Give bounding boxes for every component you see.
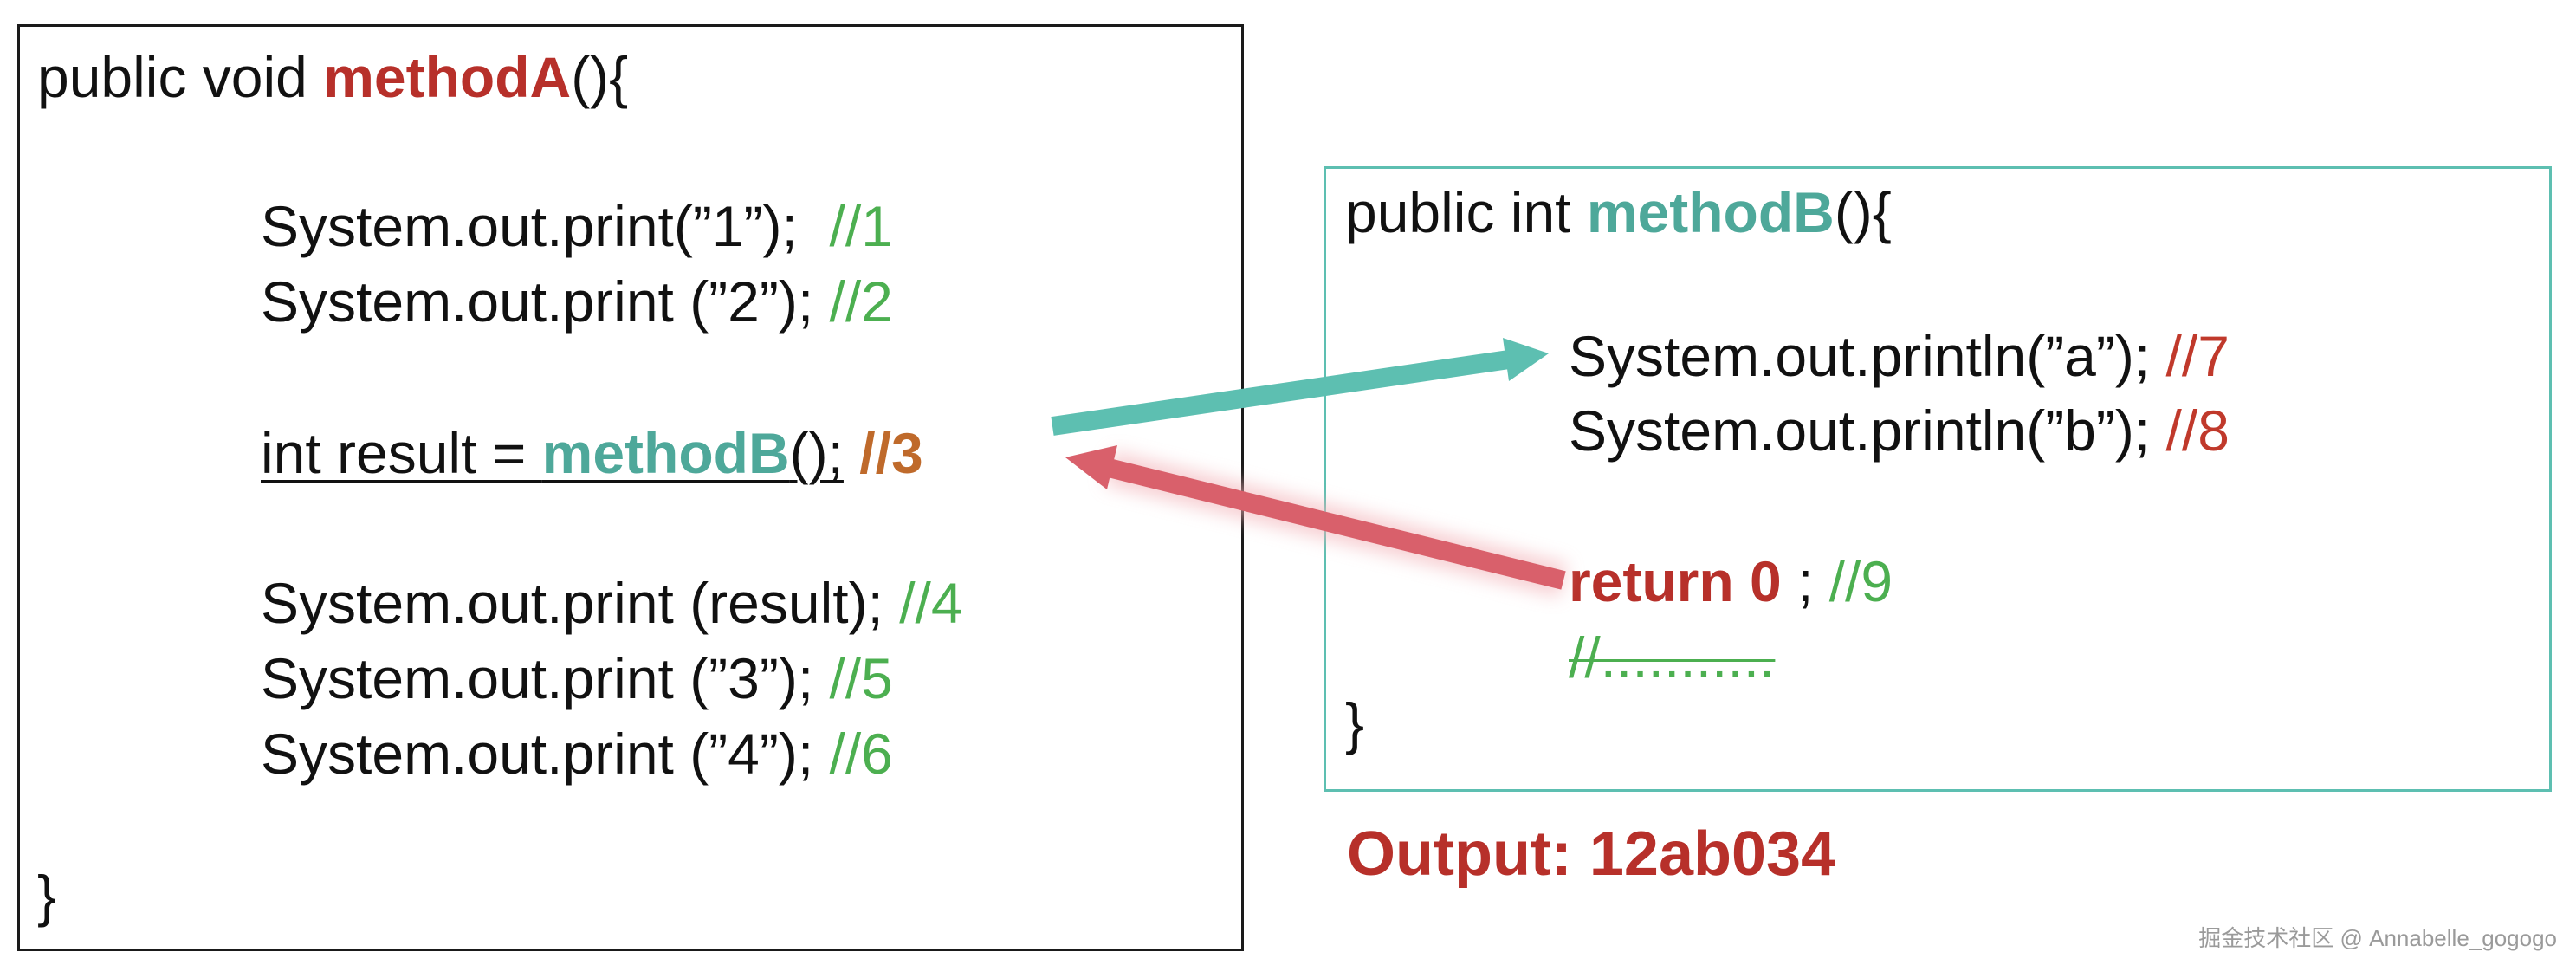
- call-arrow-shaft: [1051, 350, 1511, 436]
- method-a-name: methodA: [323, 45, 572, 109]
- comment-8: //8: [2165, 398, 2230, 463]
- code-line-8: System.out.println(”b”); //8: [1569, 396, 2230, 465]
- return-statement: return 0: [1569, 549, 1782, 613]
- code-line-9: return 0 ; //9: [1569, 547, 1893, 616]
- code-line-6: System.out.print (”4”); //6: [261, 719, 893, 788]
- result-assignment: int result = methodB();: [261, 421, 844, 485]
- method-a-prefix: public void: [37, 45, 324, 109]
- method-b-box: public int methodB(){ System.out.println…: [1324, 166, 2552, 792]
- method-a-closing-brace: }: [37, 864, 57, 928]
- method-b-call: methodB: [541, 421, 790, 485]
- method-a-box: public void methodA(){ System.out.print(…: [17, 24, 1244, 951]
- method-b-closing-brace: }: [1345, 691, 1365, 755]
- code-line-9-code: ;: [1781, 549, 1829, 613]
- call-arrow-head: [1503, 338, 1549, 381]
- method-a-suffix: (){: [571, 45, 629, 109]
- watermark: 掘金技术社区 @ Annabelle_gogogo: [2198, 925, 2557, 951]
- method-b-prefix: public int: [1345, 180, 1587, 244]
- code-line-4-code: System.out.print (result);: [261, 571, 900, 635]
- call-arrow: [1051, 338, 1549, 436]
- code-line-3-pre: int result =: [261, 421, 542, 485]
- comment-3: //3: [859, 421, 923, 485]
- code-line-6-code: System.out.print (”4”);: [261, 722, 830, 786]
- return-arrow-shaft: [1106, 458, 1566, 590]
- code-line-3: int result = methodB(); //3: [261, 418, 923, 488]
- comment-1: //1: [829, 194, 893, 258]
- code-line-2-code: System.out.print (”2”);: [261, 269, 830, 334]
- code-line-1: System.out.print(”1”); //1: [261, 191, 893, 261]
- comment-2: //2: [829, 269, 893, 334]
- method-b-name: methodB: [1586, 180, 1835, 244]
- return-arrow: [1065, 445, 1568, 598]
- code-line-3-post: ();: [789, 421, 844, 485]
- code-line-7-code: System.out.println(”a”);: [1569, 324, 2166, 388]
- return-arrow-head: [1065, 445, 1117, 489]
- method-b-suffix: (){: [1834, 180, 1892, 244]
- method-a-header: public void methodA(){: [37, 42, 628, 112]
- output-label: Output: 12ab034: [1347, 819, 1836, 889]
- code-line-8-code: System.out.println(”b”);: [1569, 398, 2166, 463]
- code-line-1-code: System.out.print(”1”);: [261, 194, 830, 258]
- comment-6: //6: [829, 722, 893, 786]
- comment-7: //7: [2165, 324, 2230, 388]
- code-line-5: System.out.print (”3”); //5: [261, 644, 893, 713]
- unreachable-code: //...........: [1569, 625, 1776, 690]
- comment-5: //5: [829, 646, 893, 710]
- code-line-4: System.out.print (result); //4: [261, 568, 963, 638]
- code-line-5-code: System.out.print (”3”);: [261, 646, 830, 710]
- method-b-header: public int methodB(){: [1345, 178, 1892, 247]
- code-line-2: System.out.print (”2”); //2: [261, 267, 893, 336]
- comment-4: //4: [899, 571, 963, 635]
- code-line-7: System.out.println(”a”); //7: [1569, 321, 2230, 391]
- comment-9: //9: [1828, 549, 1893, 613]
